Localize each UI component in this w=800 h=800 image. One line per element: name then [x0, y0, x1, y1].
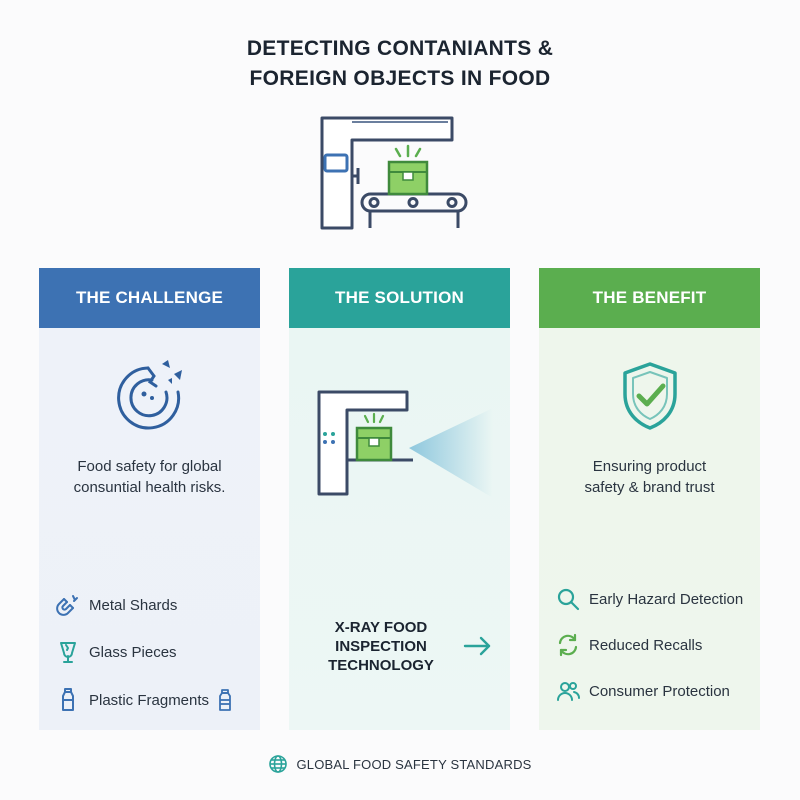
- list-item-label: Consumer Protection: [589, 682, 730, 700]
- benefit-description-line-2: safety & brand trust: [584, 479, 715, 496]
- solution-label: X-RAY FOOD INSPECTION TECHNOLOGY: [311, 618, 451, 675]
- challenge-heading: THE CHALLENGE: [39, 268, 260, 328]
- people-icon: [557, 682, 581, 701]
- broken-plate-icon: [117, 360, 182, 430]
- arrow-right-icon: [463, 636, 491, 656]
- list-item-glass-pieces: Glass Pieces: [55, 639, 177, 665]
- benefit-description: Ensuring product safety & brand trust: [539, 456, 760, 498]
- title-line-1: DETECTING CONTANIANTS &: [246, 37, 554, 60]
- challenge-description-line-1: Food safety for global: [77, 458, 222, 475]
- shield-check-icon: [623, 362, 677, 430]
- challenge-body: Food safety for global consuntial health…: [39, 328, 260, 730]
- list-item-label: Early Hazard Detection: [589, 590, 744, 608]
- challenge-description-line-2: consuntial health risks.: [73, 479, 226, 496]
- magnet-icon: [56, 595, 78, 616]
- plastic-bottle-icon: [62, 688, 74, 711]
- challenge-description: Food safety for global consuntial health…: [39, 456, 260, 498]
- footer: GLOBAL FOOD SAFETY STANDARDS: [0, 754, 800, 774]
- list-item-consumer-protection: Consumer Protection: [555, 678, 730, 704]
- xray-conveyor-scanner-icon: [320, 116, 468, 230]
- broken-glass-icon: [60, 642, 76, 663]
- page-title: DETECTING CONTANIANTS & FOREIGN OBJECTS …: [0, 34, 800, 94]
- xray-scanner-icon: [317, 390, 493, 498]
- list-item-early-hazard-detection: Early Hazard Detection: [555, 586, 743, 612]
- benefit-body: Ensuring product safety & brand trust Ea…: [539, 328, 760, 730]
- solution-label-line-2: INSPECTION: [335, 638, 427, 655]
- footer-text: GLOBAL FOOD SAFETY STANDARDS: [296, 756, 532, 772]
- magnifier-icon: [557, 588, 580, 611]
- list-item-plastic-fragments: Plastic Fragments: [55, 687, 233, 713]
- solution-heading: THE SOLUTION: [289, 268, 510, 328]
- list-item-label: Reduced Recalls: [589, 636, 703, 654]
- globe-icon: [269, 755, 288, 773]
- list-item-metal-shards: Metal Shards: [55, 592, 177, 618]
- refresh-cycle-icon: [558, 633, 578, 657]
- challenge-column: THE CHALLENGE Food safety for global con…: [39, 268, 260, 730]
- solution-label-line-3: TECHNOLOGY: [328, 657, 434, 674]
- title-line-2: FOREIGN OBJECTS IN FOOD: [249, 67, 551, 90]
- list-item-reduced-recalls: Reduced Recalls: [555, 632, 702, 658]
- solution-body: X-RAY FOOD INSPECTION TECHNOLOGY: [289, 328, 510, 730]
- list-item-label: Plastic Fragments: [89, 691, 210, 709]
- solution-label-line-1: X-RAY FOOD: [334, 619, 428, 636]
- solution-column: THE SOLUTION: [289, 268, 510, 730]
- list-item-label: Glass Pieces: [89, 643, 177, 661]
- benefit-description-line-1: Ensuring product: [592, 458, 707, 475]
- list-item-label: Metal Shards: [89, 596, 178, 614]
- plastic-bottle-icon: [219, 689, 231, 711]
- benefit-column: THE BENEFIT Ensuring product safety & br…: [539, 268, 760, 730]
- benefit-heading: THE BENEFIT: [539, 268, 760, 328]
